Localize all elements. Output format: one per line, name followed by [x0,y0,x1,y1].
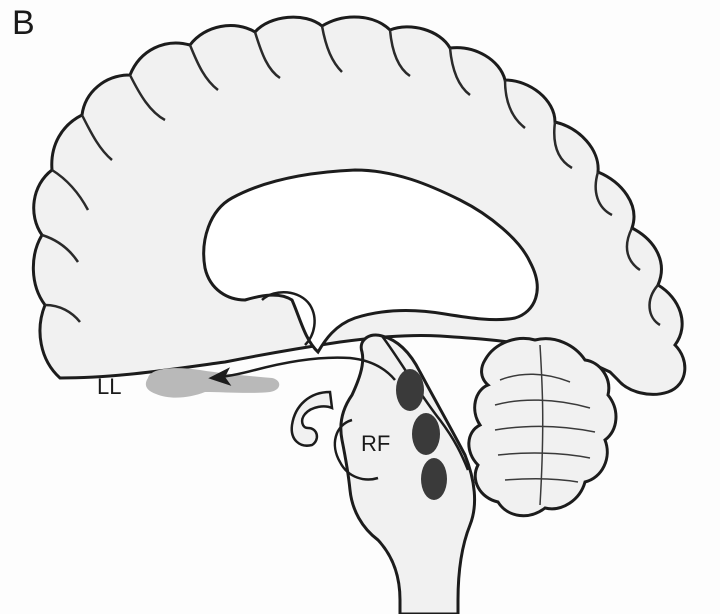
label-ll: LL [97,374,121,400]
rf-nucleus-upper [396,369,424,411]
panel-letter: B [12,4,35,43]
rf-nucleus-middle [412,413,440,455]
ll-region [146,368,279,398]
rf-nucleus-lower [421,458,447,500]
label-rf: RF [361,431,390,457]
pituitary-hook [292,392,332,446]
